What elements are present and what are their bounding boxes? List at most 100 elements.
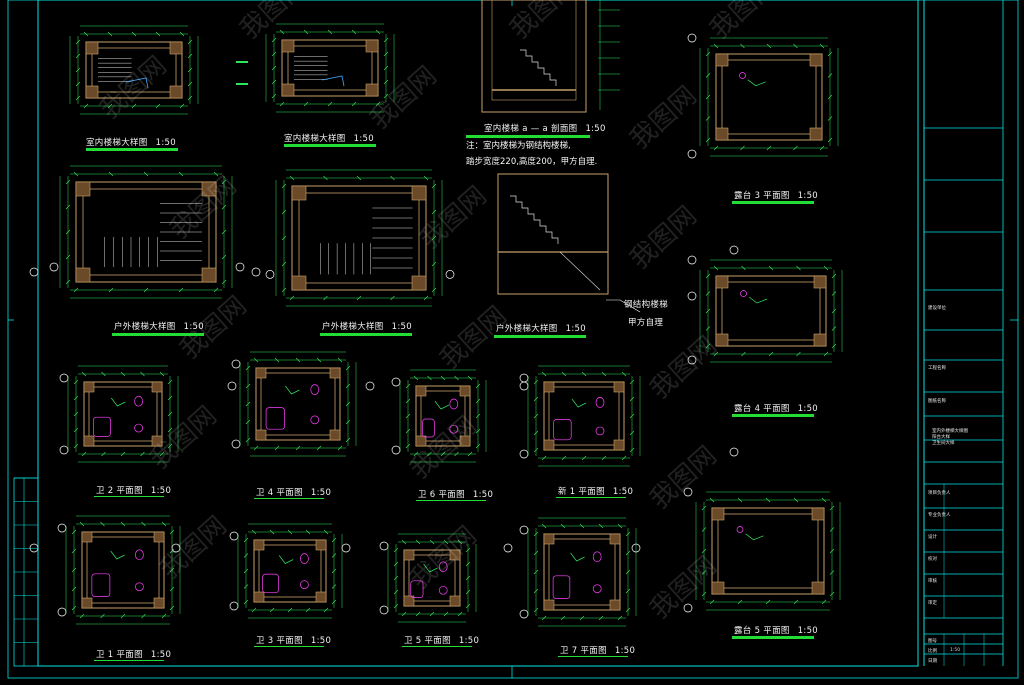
underline [86, 148, 178, 151]
column [813, 333, 827, 347]
column [201, 181, 217, 197]
title-block-field: 专业负责人 [928, 513, 951, 518]
dimension-tick [533, 413, 539, 419]
underline [320, 333, 412, 336]
dimension-tick [581, 455, 587, 461]
column [609, 599, 621, 611]
column [811, 581, 825, 595]
dimension-tick [405, 443, 411, 449]
dimension-tick [561, 371, 567, 377]
grid-bubble [229, 601, 239, 611]
dimension-tick [140, 451, 145, 457]
dimension-tick [120, 451, 126, 457]
grid-bubble [391, 445, 401, 455]
dimension-tick [541, 455, 547, 461]
stair-plan [265, 23, 395, 113]
grid-bubble [171, 543, 181, 553]
stair-section [481, 0, 620, 113]
callout-leader [606, 299, 641, 313]
dimension-tick [303, 29, 309, 35]
dimension-tick [625, 550, 631, 556]
dimension-tick [167, 411, 173, 417]
terrace-plan [687, 33, 839, 159]
dimension-tick [705, 116, 711, 121]
dimension-tick [541, 615, 547, 621]
toilet [449, 398, 459, 410]
bathroom-plan [519, 517, 637, 627]
dimension-tick [598, 523, 604, 529]
column [415, 385, 427, 397]
title-block-field: 图号 [928, 639, 937, 644]
dimension-tick [423, 175, 429, 181]
dimension-tick [323, 529, 329, 535]
dimension-tick [383, 65, 389, 71]
grid-bubble [729, 447, 739, 457]
wall-inner [548, 538, 616, 606]
stair-arrow [321, 75, 345, 87]
dimension-tick [443, 539, 449, 545]
grid-bubble [251, 267, 261, 277]
column [151, 435, 163, 447]
dimension-tick [253, 445, 259, 451]
wall-inner [82, 188, 210, 276]
column [609, 533, 621, 545]
stair-profile [520, 49, 557, 86]
underline [732, 414, 814, 417]
bathtub [93, 416, 111, 437]
dimension-tick [601, 371, 607, 377]
column [613, 439, 625, 451]
column [153, 597, 165, 609]
underline [254, 646, 324, 647]
slope-arrow [278, 555, 294, 564]
dimension-tick [295, 357, 301, 363]
dimension-tick [829, 591, 835, 597]
dimension-tick [560, 615, 566, 621]
dimension-tick [243, 584, 249, 589]
dimension-tick [100, 613, 105, 619]
slope-arrow [570, 552, 585, 562]
dimension-tick [383, 51, 389, 57]
dimension-tick [159, 451, 165, 457]
dimension-tick [81, 371, 87, 377]
dimension-tick [269, 529, 275, 535]
dimension-tick [345, 365, 351, 371]
dimension-tick [345, 437, 351, 443]
column [81, 597, 93, 609]
grid-bubble [365, 381, 375, 391]
bathroom-plan [391, 369, 487, 463]
column [715, 275, 729, 289]
callout-steel-stair: 钢结构楼梯 [624, 300, 669, 310]
dimension-tick [709, 497, 715, 503]
dimension-tick [221, 204, 227, 210]
dimension-tick [274, 445, 280, 451]
slope-arrow [423, 563, 438, 573]
column [255, 429, 267, 441]
dimension-tick [73, 287, 79, 293]
dimension-tick [541, 523, 547, 529]
dimension-tick [337, 445, 343, 451]
basin [135, 582, 144, 592]
column [281, 39, 295, 53]
dimension-tick [289, 295, 295, 301]
dimension-tick [179, 31, 185, 37]
dimension-tick [141, 613, 146, 619]
dimension-tick [281, 235, 287, 241]
dimension-tick [467, 451, 473, 457]
underline [254, 498, 324, 499]
column [85, 41, 99, 55]
dimension-tick [405, 413, 411, 419]
grid-bubble [57, 523, 67, 533]
dimension-tick [427, 375, 432, 381]
dimension-tick [375, 29, 381, 35]
wall-inner [86, 536, 160, 604]
stair-note: 注：室内楼梯为钢结构楼梯, 踏步宽度220,高度200，甲方自理. [466, 138, 597, 170]
column [411, 185, 427, 201]
dimension-tick [629, 413, 635, 419]
dimension-tick [621, 455, 627, 461]
dimension-tick [541, 371, 547, 377]
dimension-tick [187, 67, 193, 73]
toilet [595, 397, 605, 408]
dimension-tick [83, 103, 89, 109]
grid-bubble [59, 445, 69, 455]
